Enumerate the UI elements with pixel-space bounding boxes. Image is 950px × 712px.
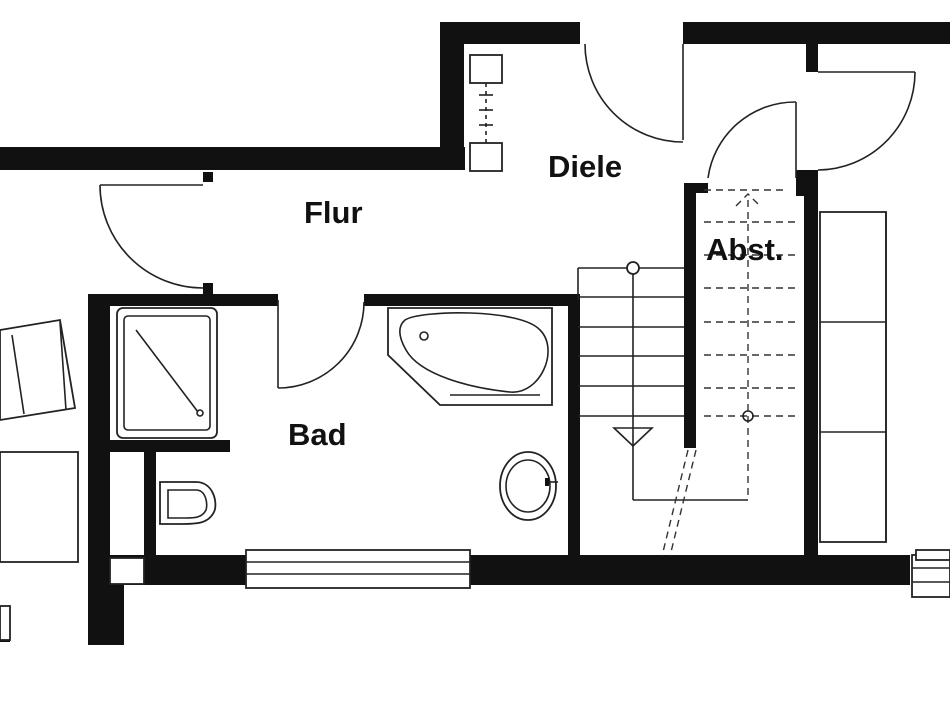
- door-entrance: [817, 71, 916, 171]
- doors: [99, 43, 916, 389]
- room-label-abst: Abst.: [706, 232, 784, 267]
- door-bad: [277, 300, 365, 389]
- wardrobe: [819, 211, 887, 543]
- window-right: [911, 549, 950, 598]
- room-label-bad: Bad: [288, 417, 347, 452]
- washbasin: [499, 451, 558, 521]
- staircase: [577, 189, 796, 557]
- window-bottom: [109, 549, 471, 589]
- door-abst: [707, 101, 797, 179]
- bathtub: [387, 307, 553, 406]
- room-label-diele: Diele: [548, 149, 622, 184]
- door-diele: [584, 43, 684, 143]
- toilet: [159, 481, 217, 525]
- radiator: [469, 54, 503, 172]
- left-furniture: [0, 318, 79, 641]
- room-label-flur: Flur: [304, 195, 363, 230]
- door-flur-left: [99, 184, 204, 289]
- shower-tray: [116, 307, 218, 439]
- walls: [0, 22, 950, 645]
